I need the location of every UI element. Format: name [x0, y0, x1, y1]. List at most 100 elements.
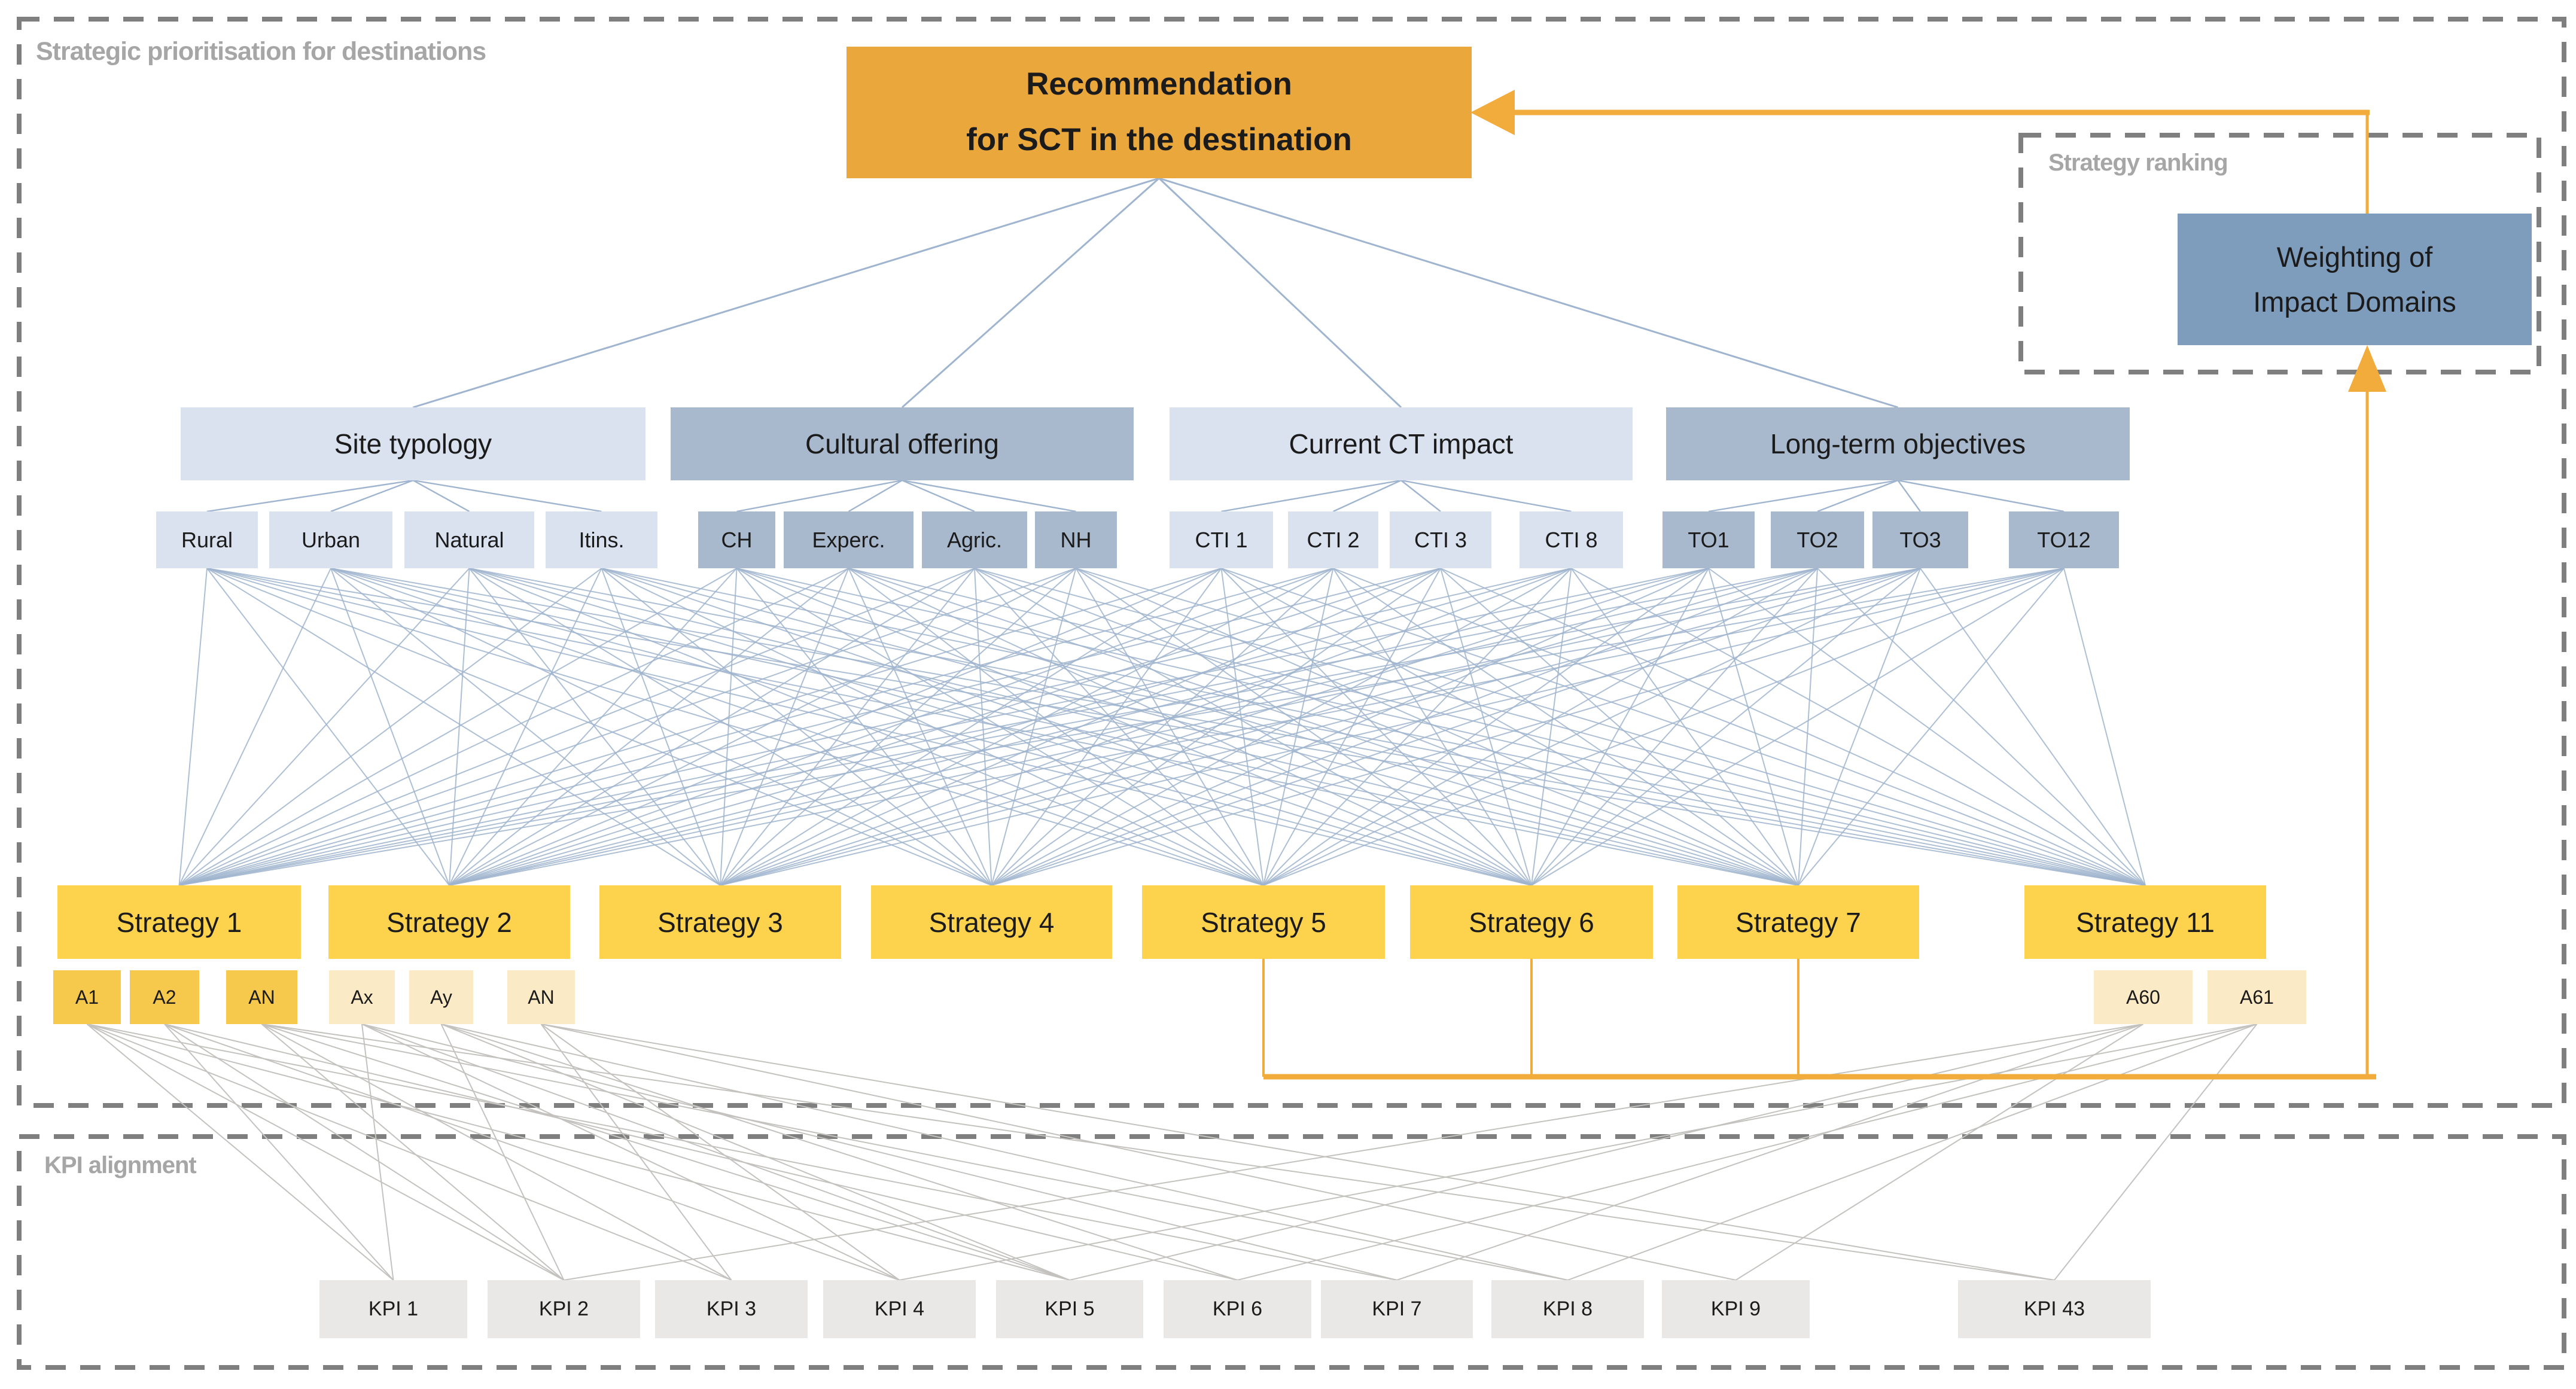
- connector-line: [1263, 568, 1818, 886]
- connector-line: [736, 568, 992, 886]
- connector-line: [1075, 568, 1532, 886]
- connector-line: [1708, 568, 2146, 886]
- connector-line: [601, 568, 2146, 886]
- connector-line: [1400, 479, 1572, 513]
- connector-line: [1400, 480, 1441, 512]
- kpi-box-kpi3: KPI 3: [655, 1280, 808, 1338]
- connector-line: [1333, 479, 1402, 513]
- subitem-cti1: CTI 1: [1170, 511, 1273, 568]
- connector-line: [413, 177, 1159, 409]
- connector-line: [1263, 568, 1709, 886]
- action-box-an2: AN: [507, 970, 575, 1024]
- action-box-a61: A61: [2207, 970, 2306, 1024]
- weighting-of-impact-domains-box: Weighting of Impact Domains: [2178, 214, 2532, 345]
- connector-line: [1396, 1024, 2143, 1281]
- subitem-to2: TO2: [1771, 511, 1864, 568]
- connector-line: [361, 1024, 900, 1281]
- connector-line: [1798, 568, 2065, 886]
- subitem-experc: Experc.: [784, 511, 914, 568]
- connector-line: [441, 1024, 1238, 1281]
- connector-line: [261, 1024, 565, 1281]
- category-site: Site typology: [181, 407, 645, 480]
- connector-line: [412, 479, 470, 513]
- section-label-strategic-prioritisation: Strategic prioritisation for destination…: [36, 37, 486, 66]
- connector-line: [1237, 1024, 2257, 1281]
- connector-line: [164, 1024, 1238, 1281]
- subitem-urban: Urban: [269, 511, 392, 568]
- connector-line: [991, 568, 1818, 886]
- subitem-rural: Rural: [156, 511, 258, 568]
- kpi-box-kpi43: KPI 43: [1958, 1280, 2151, 1338]
- connector-line: [179, 568, 737, 886]
- connector-line: [87, 1024, 732, 1281]
- connector-line: [1069, 1024, 2143, 1281]
- connector-line: [1263, 568, 1572, 886]
- connector-line: [449, 568, 1076, 886]
- connector-line: [1817, 479, 1898, 513]
- connector-line: [1076, 568, 1799, 886]
- connector-line: [86, 1024, 394, 1281]
- connector-line: [1263, 568, 2065, 886]
- connector-line: [720, 568, 1572, 886]
- connector-line: [261, 1024, 1070, 1281]
- connector-line: [206, 568, 1799, 886]
- connector-line: [87, 1024, 1397, 1281]
- connector-line: [179, 568, 1921, 886]
- connector-line: [974, 568, 1532, 886]
- subitem-to12: TO12: [2009, 511, 2119, 568]
- connector-line: [1220, 568, 1532, 886]
- action-box-a60: A60: [2094, 970, 2193, 1024]
- connector-line: [902, 479, 1076, 513]
- connector-line: [468, 568, 721, 886]
- frame-strategic-prioritisation: [17, 17, 2566, 1108]
- action-box-ay: Ay: [409, 970, 473, 1024]
- connector-line: [449, 568, 1333, 886]
- connector-line: [179, 568, 1333, 886]
- connector-line: [1571, 568, 2146, 886]
- connector-line: [261, 1024, 2055, 1281]
- connector-line: [2054, 1024, 2258, 1281]
- connector-line: [469, 568, 1264, 886]
- connector-line: [361, 1024, 1397, 1281]
- connector-line: [164, 1024, 565, 1281]
- subitem-cti2: CTI 2: [1288, 511, 1378, 568]
- connector-line: [179, 568, 1709, 886]
- connector-line: [179, 568, 1572, 886]
- connector-line: [449, 568, 1572, 886]
- connector-line: [1221, 568, 1799, 886]
- connector-line: [449, 568, 849, 886]
- connector-line: [449, 568, 1709, 886]
- connector-line: [87, 1024, 564, 1281]
- subitem-itins: Itins.: [546, 511, 657, 568]
- strategy-box-s4: Strategy 4: [871, 885, 1112, 959]
- action-box-a2: A2: [130, 970, 199, 1024]
- section-label-kpi-alignment: KPI alignment: [44, 1152, 197, 1178]
- connector-line: [540, 1024, 900, 1281]
- subitem-nh: NH: [1035, 511, 1117, 568]
- connector-line: [991, 568, 2065, 886]
- connector-line: [1570, 568, 1799, 886]
- subitem-to1: TO1: [1662, 511, 1755, 568]
- connector-line: [164, 1024, 900, 1281]
- connector-line: [1798, 568, 1921, 886]
- kpi-box-kpi9: KPI 9: [1662, 1280, 1810, 1338]
- connector-line: [601, 568, 721, 886]
- kpi-box-kpi4: KPI 4: [823, 1280, 976, 1338]
- connector-line: [440, 1024, 565, 1281]
- weighting-line1: Weighting of: [2276, 240, 2433, 273]
- connector-line: [179, 568, 1222, 886]
- arrow-left-into-recommendation-icon: [1470, 90, 1515, 135]
- connector-line: [178, 568, 602, 886]
- connector-line: [974, 568, 1799, 886]
- connector-line: [179, 568, 1818, 886]
- connector-line: [1531, 568, 1921, 886]
- subitem-cti8: CTI 8: [1520, 511, 1623, 568]
- connector-line: [720, 568, 975, 886]
- connector-line: [601, 568, 1532, 886]
- connector-line: [1920, 568, 2146, 886]
- connector-line: [1708, 479, 1898, 513]
- connector-line: [974, 568, 992, 886]
- connector-line: [720, 568, 1222, 886]
- connector-line: [87, 1024, 1070, 1281]
- strategy-box-s2: Strategy 2: [328, 885, 570, 959]
